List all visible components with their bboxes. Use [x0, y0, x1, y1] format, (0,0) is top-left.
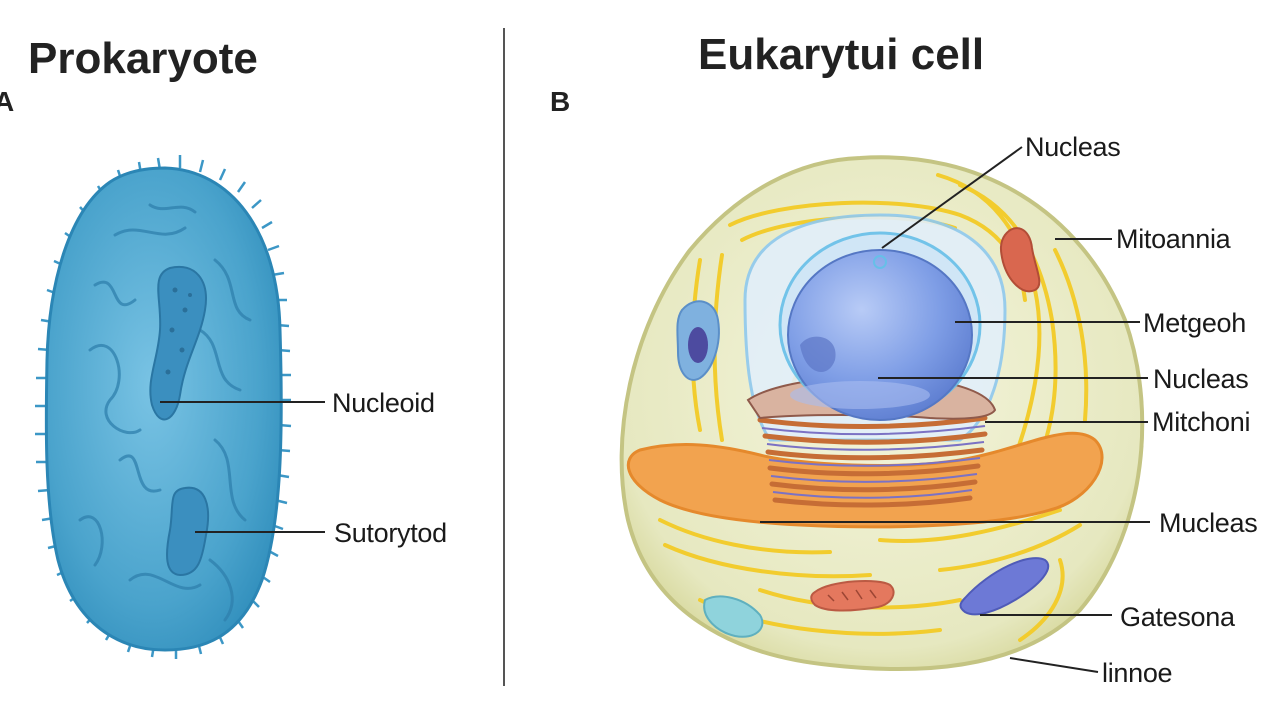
label-sutorytod: Sutorytod — [334, 518, 447, 548]
prokaryote-title: Prokaryote — [28, 34, 258, 83]
prokaryote-cell — [35, 155, 292, 659]
panel-letter-b: B — [550, 86, 571, 117]
panel-letter-a: A — [0, 86, 15, 117]
eukaryote-title: Eukarytui cell — [698, 30, 985, 79]
label-nucleas-top: Nucleas — [1025, 132, 1121, 162]
nucleoid-region — [149, 265, 207, 421]
label-nucleas-mid: Nucleas — [1153, 364, 1249, 394]
label-linnoe: linnoe — [1102, 658, 1173, 688]
inclusion-body — [166, 486, 210, 577]
panel-divider — [503, 28, 505, 686]
label-mucleas: Mucleas — [1159, 508, 1258, 538]
eukaryote-leader-lines — [760, 146, 1150, 673]
label-mitoannia: Mitoannia — [1116, 224, 1231, 254]
eukaryote-cell — [619, 155, 1145, 672]
label-gatesona: Gatesona — [1120, 602, 1235, 632]
label-metgeoh: Metgeoh — [1143, 308, 1246, 338]
label-nucleoid: Nucleoid — [332, 388, 435, 418]
label-mitchoni: Mitchoni — [1152, 407, 1251, 437]
